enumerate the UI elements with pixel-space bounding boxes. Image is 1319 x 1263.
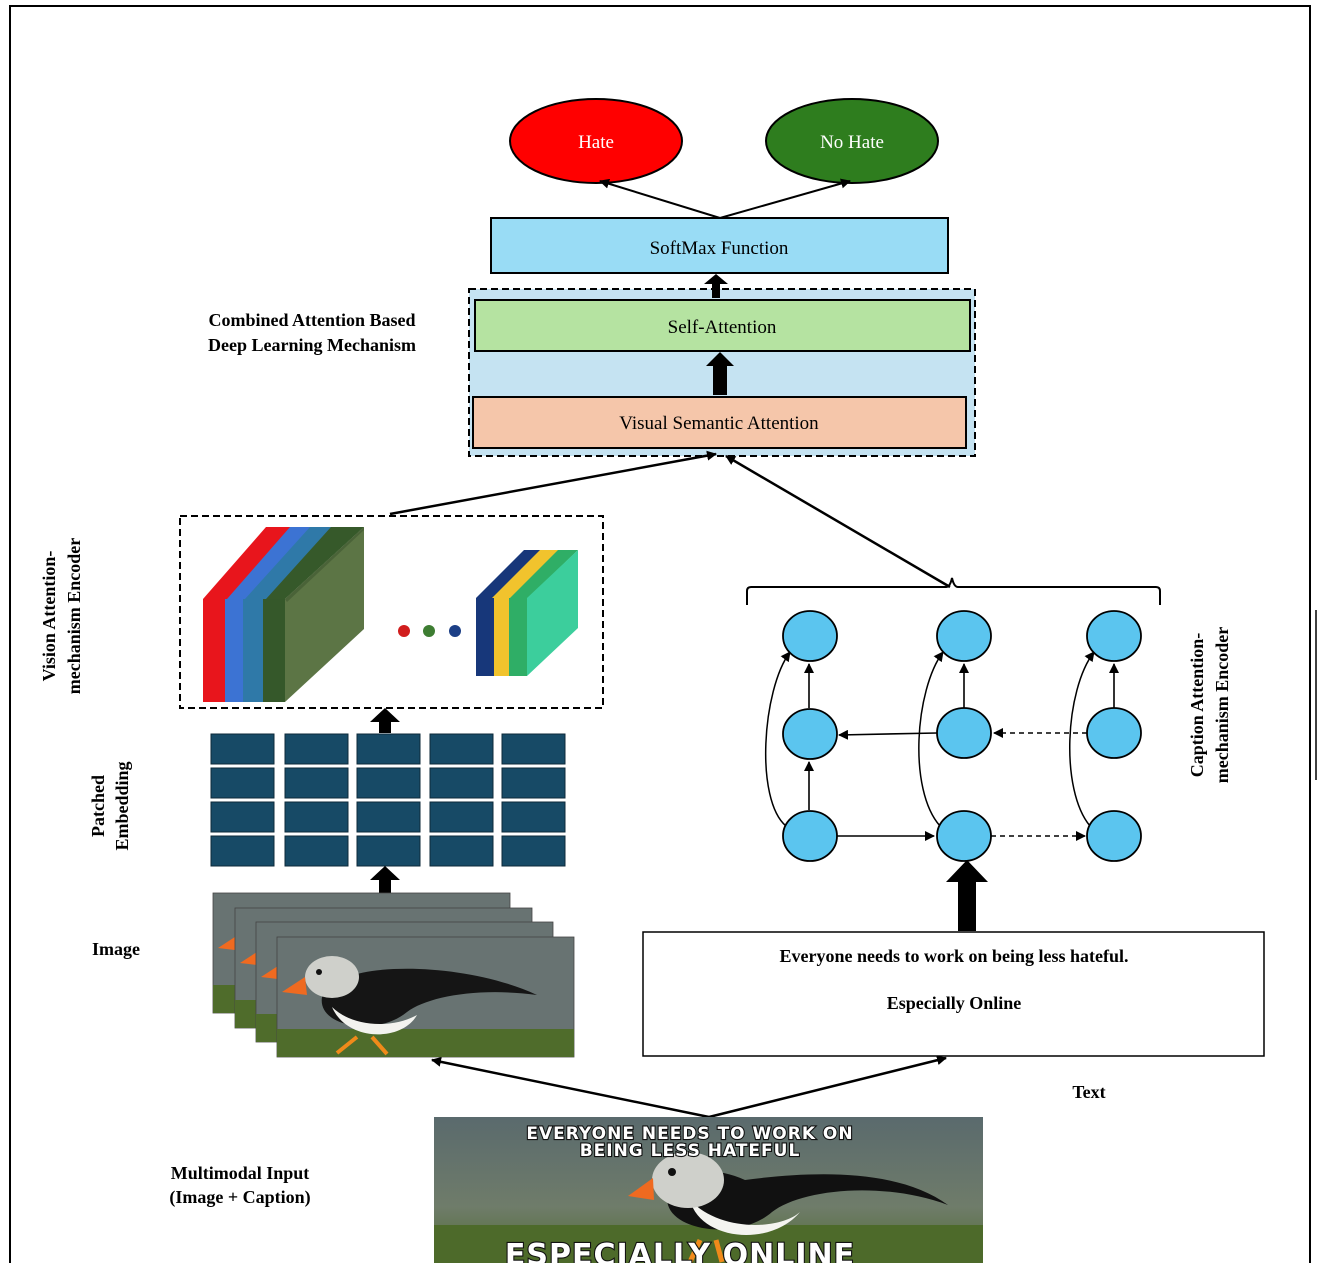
text-label: Text (1072, 1082, 1105, 1102)
self-attention-box (474, 299, 971, 352)
arrow-caption-to-vsa (725, 454, 951, 589)
caption-encoder-label-line1: Caption Attention- (1187, 633, 1207, 778)
rnn-node (1086, 610, 1142, 662)
patch-tile (210, 733, 275, 765)
rnn-node (782, 708, 838, 760)
patch-tile (501, 801, 566, 833)
arrow-image-to-patches (370, 866, 400, 893)
patched-embedding-label-line1: Patched (88, 775, 108, 837)
rnn-edge (1069, 651, 1095, 827)
arrow-input-to-text (708, 1055, 947, 1119)
no-hate-label: No Hate (820, 132, 884, 153)
arrow-text-to-rnn (946, 860, 988, 931)
arrow-to-no-hate (719, 178, 851, 219)
patched-embedding-label-line2: Embedding (112, 761, 132, 850)
ellipsis-dot-blue (449, 625, 461, 637)
visual-semantic-attention-label: Visual Semantic Attention (619, 413, 819, 434)
caption-encoder-label-line2: mechanism Encoder (1212, 627, 1232, 784)
patch-tile (284, 801, 349, 833)
patch-tile (501, 767, 566, 799)
visual-semantic-attention-box (472, 396, 967, 449)
ellipsis-dot-red (398, 625, 410, 637)
caption-rnn-graph (764, 610, 1142, 862)
caption-line2: Especially Online (887, 993, 1022, 1013)
arrow-to-hate (599, 178, 721, 219)
caption-line1: Everyone needs to work on being less hat… (779, 946, 1128, 966)
outer-frame (9, 5, 1311, 1263)
patch-tile (429, 767, 494, 799)
meme-top-line1: EVERYONE NEEDS TO WORK ON (526, 1124, 853, 1144)
image-label: Image (92, 939, 140, 959)
patch-tile (210, 835, 275, 867)
rnn-edge (764, 651, 791, 827)
rnn-node (782, 610, 838, 662)
patch-tile (429, 835, 494, 867)
input-label-line1: Multimodal Input (171, 1163, 310, 1183)
combined-label-line1: Combined Attention Based (208, 310, 415, 330)
patch-tile (356, 733, 421, 765)
patch-tile (284, 767, 349, 799)
arrow-patches-to-encoder (370, 708, 400, 733)
rnn-node (1086, 810, 1142, 862)
meme-top-line2: BEING LESS HATEFUL (580, 1141, 801, 1161)
patch-embedding-grid (210, 733, 566, 867)
rnn-node (782, 810, 838, 862)
arrow-input-to-image (431, 1056, 710, 1119)
patch-tile (429, 801, 494, 833)
caption-encoder-brace (746, 577, 1161, 605)
vision-encoder-label-line1: Vision Attention- (39, 551, 59, 682)
hate-label: Hate (578, 132, 614, 153)
no-hate-output-node (765, 98, 939, 184)
rnn-edge (918, 651, 944, 827)
arrow-vision-to-vsa (389, 450, 717, 516)
caption-text-box (642, 931, 1265, 1057)
patch-tile (429, 733, 494, 765)
rnn-edge (838, 729, 938, 740)
image-stack (212, 892, 575, 1058)
feature-map-block-small (476, 550, 578, 676)
patch-tile (501, 733, 566, 765)
image-copy (276, 936, 575, 1058)
patch-tile (284, 835, 349, 867)
self-attention-label: Self-Attention (668, 317, 777, 338)
patch-tile (210, 801, 275, 833)
input-label-line2: (Image + Caption) (169, 1187, 310, 1208)
meme-input-image: EVERYONE NEEDS TO WORK ON BEING LESS HAT… (434, 1117, 983, 1263)
arrow-vsa-to-self (706, 352, 734, 395)
hate-output-node (509, 98, 683, 184)
ellipsis-dot-green (423, 625, 435, 637)
softmax-box (490, 217, 949, 274)
softmax-label: SoftMax Function (650, 238, 789, 259)
meme-bottom: ESPECIALLY ONLINE (505, 1238, 855, 1263)
patch-tile (284, 733, 349, 765)
vision-encoder-label-line2: mechanism Encoder (64, 538, 84, 695)
feature-map-block-large (203, 527, 364, 702)
arrow-self-to-softmax (704, 274, 728, 298)
rnn-node (1086, 707, 1142, 759)
patch-tile (356, 835, 421, 867)
patch-tile (210, 767, 275, 799)
combined-label-line2: Deep Learning Mechanism (208, 335, 416, 355)
patch-tile (501, 835, 566, 867)
rnn-node (936, 610, 992, 662)
rnn-node (936, 810, 992, 862)
rnn-node (936, 707, 992, 759)
patch-tile (356, 767, 421, 799)
patch-tile (356, 801, 421, 833)
